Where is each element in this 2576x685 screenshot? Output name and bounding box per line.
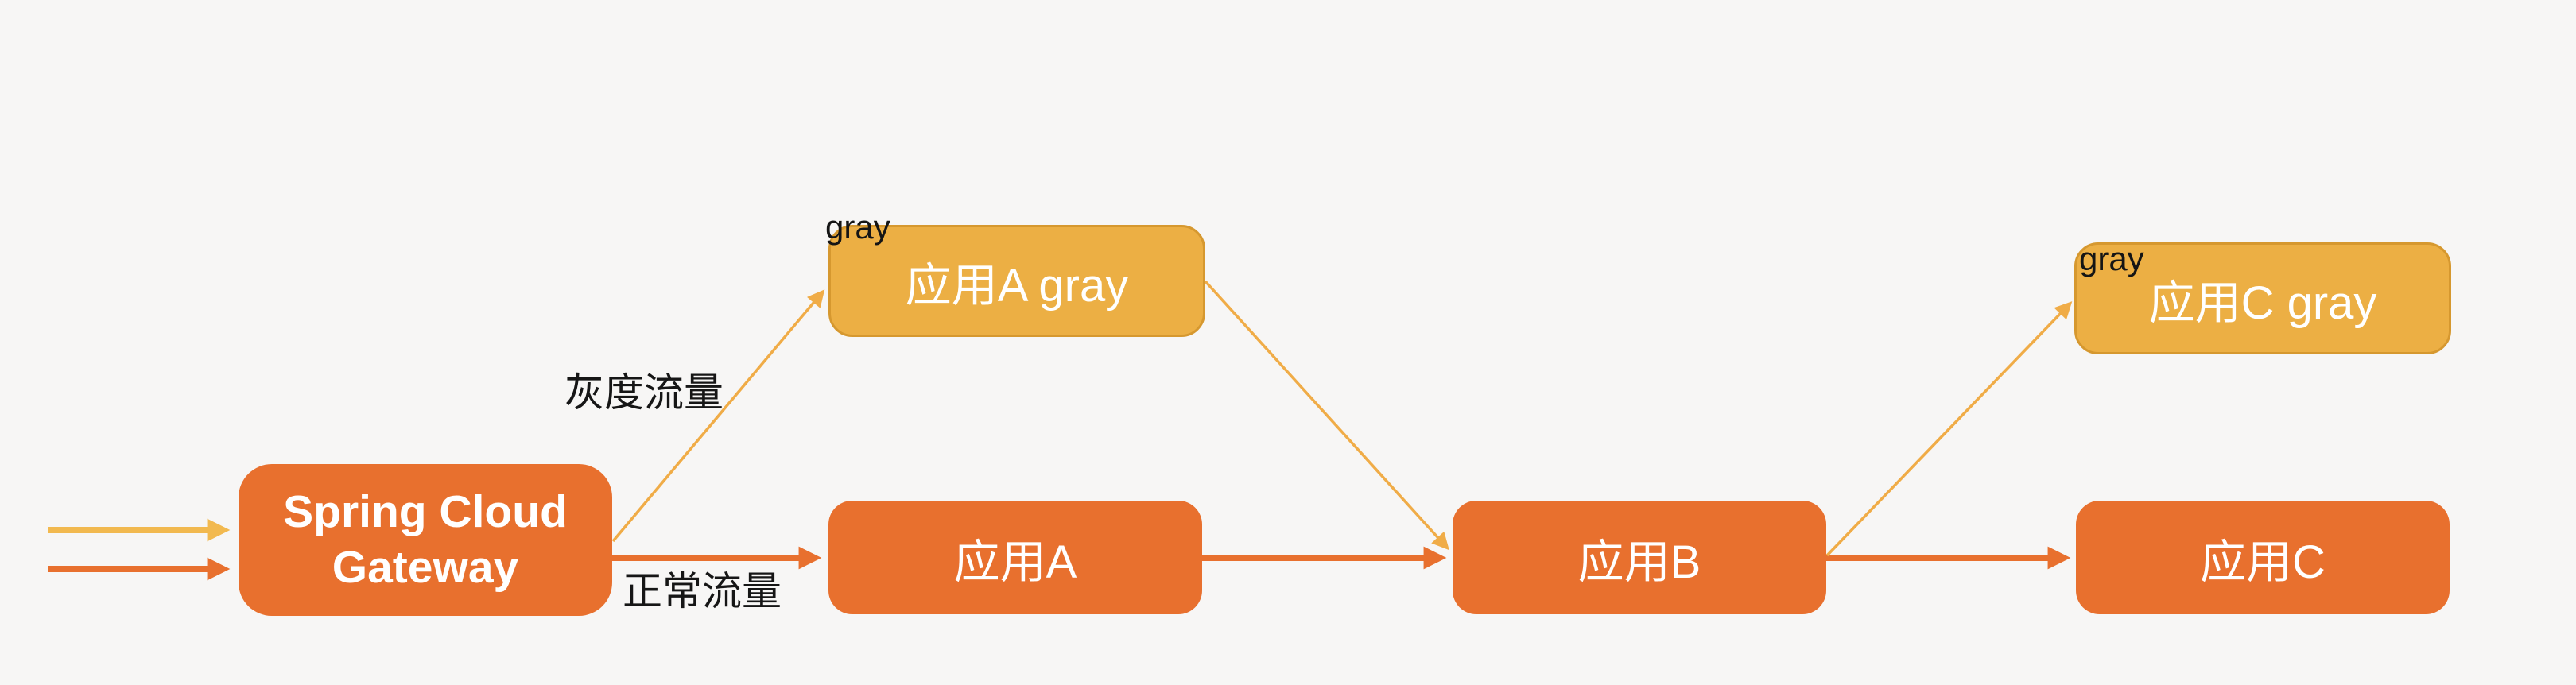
node-app-c: 应用C (2076, 501, 2450, 614)
node-label-app-a-gray: 应用A gray (905, 259, 1129, 312)
gray-tag-app-a: gray (825, 208, 890, 246)
node-app-a: 应用A (828, 501, 1202, 614)
gray-traffic-label: 灰度流量 (564, 370, 724, 415)
node-label-app-a: 应用A (953, 536, 1077, 588)
normal-traffic-label: 正常流量 (623, 569, 782, 613)
node-app-b: 应用B (1453, 501, 1826, 614)
edge-app-a-gray-to-app-b (1204, 280, 1449, 551)
node-spring-cloud-gateway: Spring Cloud Gateway (239, 464, 612, 616)
edge-gateway-to-app-a-gray (611, 289, 825, 543)
edge-app-b-to-app-c-gray (1825, 301, 2073, 557)
gray-tag-app-c: gray (2079, 240, 2144, 277)
node-label-app-c: 应用C (2200, 536, 2326, 588)
node-label-app-c-gray: 应用C gray (2148, 277, 2377, 329)
node-label-gateway: Spring Cloud Gateway (283, 486, 568, 593)
node-label-app-b: 应用B (1577, 536, 1701, 588)
